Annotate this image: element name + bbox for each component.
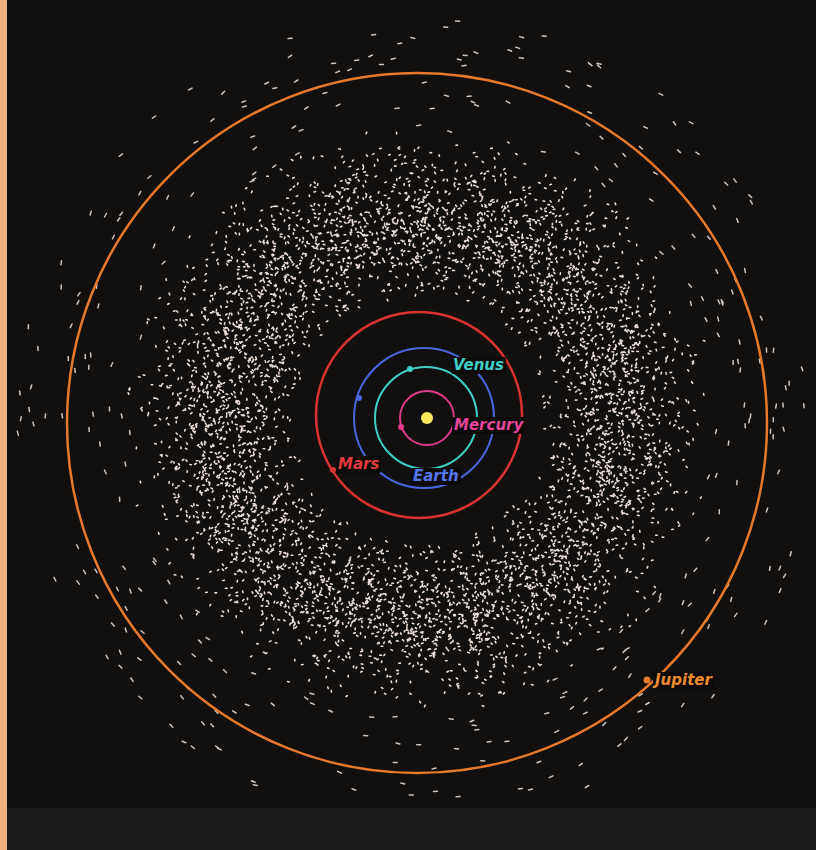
mercury-planet: [398, 424, 404, 430]
jupiter-orbit: [67, 73, 767, 773]
mars-orbit: [316, 312, 522, 518]
bottom-band: [0, 808, 816, 850]
main-belt-asteroids: [128, 132, 705, 707]
outer-asteroids: [17, 21, 804, 797]
venus-planet: [407, 366, 413, 372]
planet-label: Mars: [336, 456, 381, 473]
mercury-orbit: [400, 391, 454, 445]
planet-label: Earth: [411, 468, 461, 485]
earth-planet: [356, 395, 362, 401]
planet-label: Jupiter: [653, 672, 714, 689]
planet-label: Mercury: [452, 417, 525, 434]
asteroid-belt: [17, 21, 804, 797]
sun: [421, 412, 433, 424]
jupiter-planet: [644, 677, 651, 684]
left-border: [0, 0, 7, 850]
planet-label: Venus: [451, 357, 506, 374]
